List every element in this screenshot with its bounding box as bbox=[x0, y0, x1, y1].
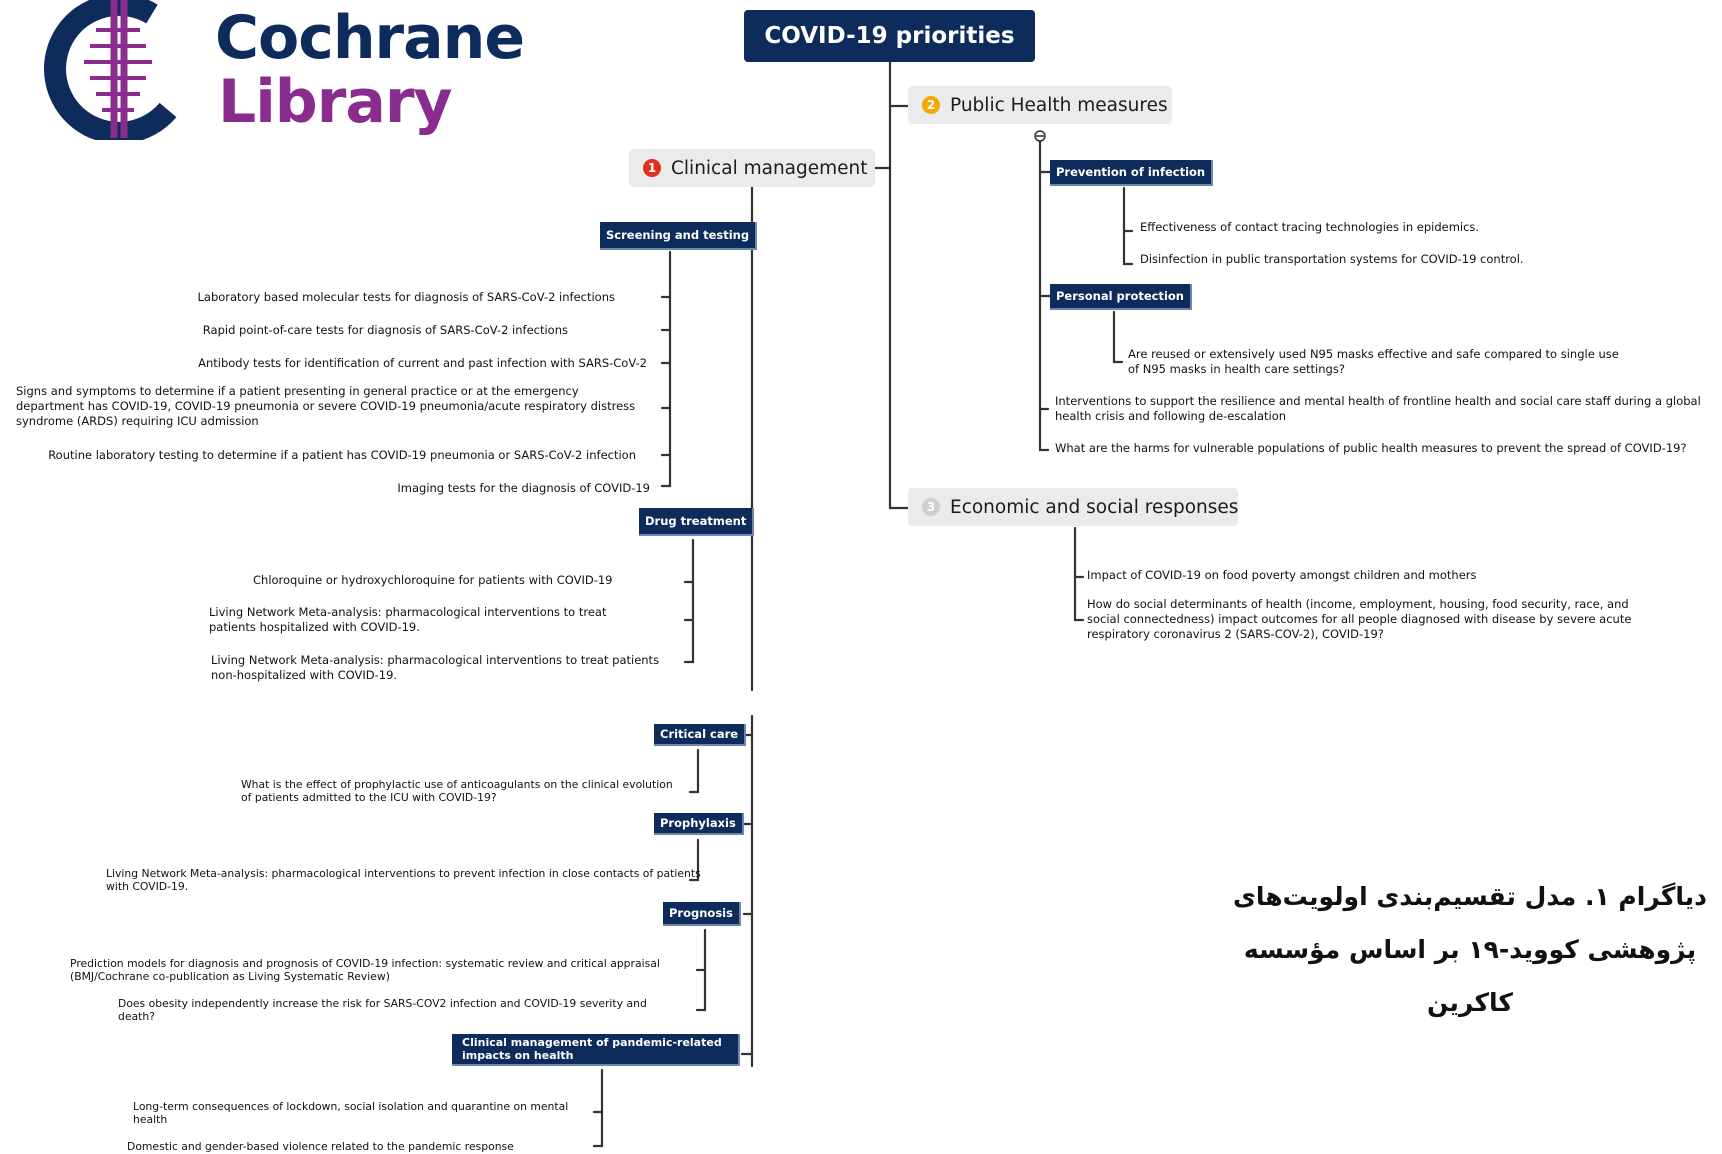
branch-label: Clinical management bbox=[671, 157, 868, 179]
category-drug-treatment[interactable]: Drug treatment bbox=[639, 508, 755, 536]
personal-spine bbox=[1112, 310, 1124, 364]
branch-clinical-management[interactable]: 1 Clinical management bbox=[629, 149, 875, 187]
leaf-point-of-care: Rapid point-of-care tests for diagnosis … bbox=[202, 323, 568, 337]
caption-line-2: پژوهشی کووید-۱۹ بر اساس مؤسسه bbox=[1243, 935, 1697, 964]
branch-label: Economic and social responses bbox=[950, 496, 1239, 518]
category-prognosis[interactable]: Prognosis bbox=[663, 902, 741, 926]
branch-label: Public Health measures bbox=[950, 94, 1168, 116]
leaf-obesity: Does obesity independently increase the … bbox=[118, 997, 647, 1023]
root-label: COVID-19 priorities bbox=[764, 23, 1015, 49]
leaf-domestic-violence: Domestic and gender-based violence relat… bbox=[127, 1140, 514, 1153]
leaf-frontline-resilience: Interventions to support the resilience … bbox=[1055, 394, 1701, 423]
leaf-n95-masks: Are reused or extensively used N95 masks… bbox=[1128, 347, 1619, 376]
prognosis-spine bbox=[695, 928, 707, 1012]
leaf-vulnerable-populations: What are the harms for vulnerable popula… bbox=[1055, 441, 1687, 455]
diagram-caption: دیاگرام ۱. مدل تقسیم‌بندی اولویت‌های پژو… bbox=[1230, 870, 1710, 1029]
category-screening-testing[interactable]: Screening and testing bbox=[600, 222, 758, 250]
leaf-social-determinants: How do social determinants of health (in… bbox=[1087, 597, 1632, 641]
brand-cochrane: Cochrane bbox=[215, 3, 525, 73]
number-badge-icon: 2 bbox=[922, 96, 940, 114]
branch-economic-social[interactable]: 3 Economic and social responses bbox=[908, 488, 1238, 526]
cochrane-logo-icon bbox=[44, 0, 177, 140]
leaf-nma-hospitalized: Living Network Meta-analysis: pharmacolo… bbox=[209, 605, 607, 634]
leaf-prophylaxis-nma: Living Network Meta-analysis: pharmacolo… bbox=[106, 867, 701, 893]
root-node[interactable]: COVID-19 priorities bbox=[744, 10, 1035, 62]
caption-line-3: کاکرین bbox=[1427, 988, 1513, 1017]
prevention-spine bbox=[1122, 186, 1134, 266]
leaf-disinfection: Disinfection in public transportation sy… bbox=[1140, 252, 1524, 266]
leaf-imaging: Imaging tests for the diagnosis of COVID… bbox=[397, 481, 650, 495]
leaf-routine-lab: Routine laboratory testing to determine … bbox=[48, 448, 636, 462]
category-pandemic-impacts[interactable]: Clinical management of pandemic-related … bbox=[452, 1034, 740, 1066]
leaf-food-poverty: Impact of COVID-19 on food poverty among… bbox=[1087, 568, 1477, 582]
category-personal-protection[interactable]: Personal protection bbox=[1050, 284, 1192, 310]
brand-library: Library bbox=[218, 67, 453, 137]
screening-spine bbox=[660, 250, 672, 488]
category-critical-care[interactable]: Critical care bbox=[654, 724, 747, 746]
category-prevention-of-infection[interactable]: Prevention of infection bbox=[1050, 160, 1214, 186]
leaf-antibody-tests: Antibody tests for identification of cur… bbox=[198, 356, 647, 370]
number-badge-icon: 1 bbox=[643, 159, 661, 177]
leaf-anticoagulants: What is the effect of prophylactic use o… bbox=[241, 778, 673, 804]
leaf-contact-tracing: Effectiveness of contact tracing technol… bbox=[1140, 220, 1480, 234]
leaf-lockdown-mental-health: Long-term consequences of lockdown, soci… bbox=[133, 1100, 569, 1126]
category-prophylaxis[interactable]: Prophylaxis bbox=[654, 813, 744, 835]
caption-line-1: دیاگرام ۱. مدل تقسیم‌بندی اولویت‌های bbox=[1232, 882, 1707, 911]
pandemic-spine bbox=[592, 1068, 604, 1148]
leaf-nma-non-hospitalized: Living Network Meta-analysis: pharmacolo… bbox=[211, 653, 660, 682]
public-spine bbox=[1038, 134, 1050, 452]
economic-spine bbox=[1073, 526, 1085, 622]
trunk-line bbox=[888, 60, 910, 510]
leaf-signs-symptoms: Signs and symptoms to determine if a pat… bbox=[16, 384, 636, 428]
leaf-molecular-tests: Laboratory based molecular tests for dia… bbox=[197, 290, 615, 304]
critical-spine bbox=[688, 748, 700, 794]
number-badge-icon: 3 bbox=[922, 498, 940, 516]
drug-spine bbox=[683, 538, 695, 664]
prophylaxis-spine bbox=[688, 838, 700, 882]
leaf-prediction-models: Prediction models for diagnosis and prog… bbox=[70, 957, 660, 983]
leaf-chloroquine: Chloroquine or hydroxychloroquine for pa… bbox=[253, 573, 613, 587]
branch-public-health[interactable]: 2 Public Health measures bbox=[908, 86, 1172, 124]
